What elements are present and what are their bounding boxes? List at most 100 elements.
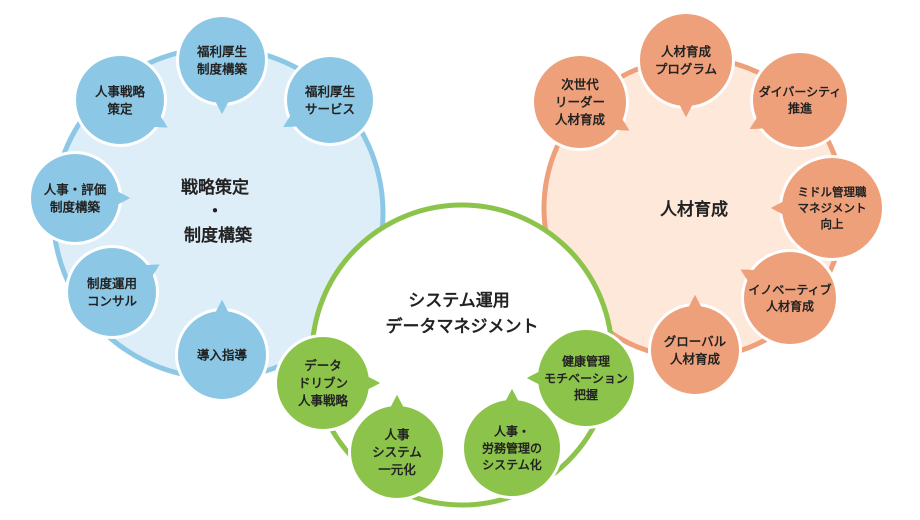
bubble-label-line: 制度構築 xyxy=(50,199,101,214)
bubble-label-line: 導入指導 xyxy=(197,348,248,363)
bubble-label-line: グローバル xyxy=(664,334,727,349)
bubble-label: イノベーティブ人材育成 xyxy=(748,282,831,314)
strategy-item-bubble: 制度運用コンサル xyxy=(65,245,160,339)
bubble-label-line: 策定 xyxy=(107,101,133,116)
bubble-pointer xyxy=(365,375,380,391)
bubble-circle xyxy=(277,337,369,429)
strategy-title: 戦略策定 ・ 制度構築 xyxy=(181,177,255,246)
bubble-label-line: 推進 xyxy=(788,101,813,116)
bubble-circle xyxy=(179,17,265,103)
bubble-label-line: 制度構築 xyxy=(197,61,248,76)
development-item-bubble: ミドル管理職マネジメント向上 xyxy=(771,155,885,261)
bubble-label-line: データ xyxy=(304,358,342,373)
bubble-label-line: ダイバーシティ xyxy=(759,84,842,99)
bubble-pointer xyxy=(771,200,786,216)
bubble-label: 人材育成プログラム xyxy=(655,44,718,77)
bubble-label-line: 福利厚生 xyxy=(304,84,356,99)
bubble-circle xyxy=(178,311,266,399)
bubble-label-line: マネジメント xyxy=(798,201,867,215)
bubble-circle xyxy=(534,56,626,148)
bubble-circle xyxy=(287,57,373,143)
bubble-label-line: 制度運用 xyxy=(87,276,137,291)
bubble-pointer xyxy=(749,114,767,129)
bubble-label-line: 福利厚生 xyxy=(196,44,248,59)
bubble-label: 福利厚生制度構築 xyxy=(196,44,248,77)
bubble-label-line: 人材育成 xyxy=(766,299,814,314)
bubble-circle xyxy=(351,406,443,498)
bubble-label: 導入指導 xyxy=(197,348,248,363)
bubble-label-line: システム xyxy=(372,445,422,460)
systems-item-bubble: データドリブン人事戦略 xyxy=(274,334,380,432)
bubble-label: 福利厚生サービス xyxy=(304,84,356,117)
bubble-label-line: ドリブン xyxy=(298,376,348,391)
strategy-item-bubble: 人事戦略策定 xyxy=(73,53,168,147)
bubble-label-line: モチベーション xyxy=(544,371,628,385)
bubble-pointer xyxy=(504,389,520,404)
bubble-label-line: 次世代 xyxy=(561,77,599,92)
bubble-label-line: コンサル xyxy=(87,293,138,308)
bubble-pointer xyxy=(687,295,703,310)
bubble-label-line: 健康管理 xyxy=(562,354,610,369)
bubble-label: グローバル人材育成 xyxy=(664,334,727,367)
bubble-label: 制度運用コンサル xyxy=(87,276,138,309)
systems-title: システム運用 データマネジメント xyxy=(386,291,539,337)
bubble-label: ダイバーシティ推進 xyxy=(759,84,842,116)
bubble-pointer xyxy=(527,370,542,386)
bubble-label: 人事・評価制度構築 xyxy=(44,182,107,215)
systems-item-bubble: 人事・労務管理のシステム化 xyxy=(461,389,563,499)
bubble-label: 人事戦略策定 xyxy=(95,84,146,117)
bubble-label-line: プログラム xyxy=(655,61,718,76)
systems-item-bubble: 人事システム一元化 xyxy=(348,395,446,501)
bubble-label-line: リーダー xyxy=(555,95,605,110)
bubble-label-line: サービス xyxy=(305,101,355,116)
bubble-pointer xyxy=(214,99,230,114)
bubble-circle xyxy=(76,56,164,144)
bubble-pointer xyxy=(389,395,405,410)
bubble-label: 人事・労務管理のシステム化 xyxy=(482,424,542,473)
development-item-bubble: グローバル人材育成 xyxy=(648,295,742,397)
bubble-label-line: 把握 xyxy=(574,387,598,402)
systems-item-bubble: 健康管理モチベーション把握 xyxy=(527,327,637,429)
bubble-circle xyxy=(640,14,732,106)
strategy-item-bubble: 導入指導 xyxy=(175,300,269,402)
bubble-label-line: 人事 xyxy=(384,427,410,442)
bubble-label-line: 人材育成 xyxy=(555,112,606,127)
bubble-label-line: 人事戦略 xyxy=(95,84,146,99)
bubble-circle xyxy=(538,330,634,426)
bubble-pointer xyxy=(115,190,130,206)
bubble-circle xyxy=(782,158,882,258)
bubble-label-line: イノベーティブ xyxy=(748,282,831,297)
bubble-pointer xyxy=(150,113,168,128)
bubble-label: 次世代リーダー人材育成 xyxy=(555,77,606,127)
bubble-label-line: 人事戦略 xyxy=(298,393,349,408)
bubble-pointer xyxy=(740,269,758,284)
bubble-circle xyxy=(753,53,847,147)
development-item-bubble: イノベーティブ人材育成 xyxy=(740,249,839,347)
bubble-label-line: 労務管理の xyxy=(482,440,542,455)
development-item-bubble: ダイバーシティ推進 xyxy=(749,50,850,150)
strategy-item-bubble: 人事・評価制度構築 xyxy=(28,151,130,245)
bubble-pointer xyxy=(142,264,160,279)
development-item-bubble: 人材育成プログラム xyxy=(637,11,735,117)
bubble-label-line: 人材育成 xyxy=(670,351,721,366)
bubble-label-line: ミドル管理職 xyxy=(798,185,867,199)
bubble-label: 人事システム一元化 xyxy=(372,427,422,477)
development-item-bubble: 次世代リーダー人材育成 xyxy=(531,53,630,151)
bubble-circle xyxy=(68,248,156,336)
bubble-circle xyxy=(464,400,560,496)
bubble-circle xyxy=(31,154,119,242)
bubble-pointer xyxy=(612,116,630,131)
bubble-label-line: 一元化 xyxy=(378,462,416,477)
bubble-pointer xyxy=(214,300,230,315)
strategy-item-bubble: 福利厚生制度構築 xyxy=(176,14,268,114)
bubble-label-line: 人事・ xyxy=(494,424,530,439)
bubble-label-line: 人材育成 xyxy=(661,44,712,59)
development-title: 人材育成 xyxy=(660,199,728,220)
bubble-pointer xyxy=(283,112,301,127)
strategy-item-bubble: 福利厚生サービス xyxy=(283,54,376,146)
bubble-label-line: 向上 xyxy=(821,217,844,231)
bubble-label: 健康管理モチベーション把握 xyxy=(544,354,628,403)
bubble-label-line: 人事・評価 xyxy=(44,182,107,197)
bubble-label-line: システム化 xyxy=(482,457,542,472)
